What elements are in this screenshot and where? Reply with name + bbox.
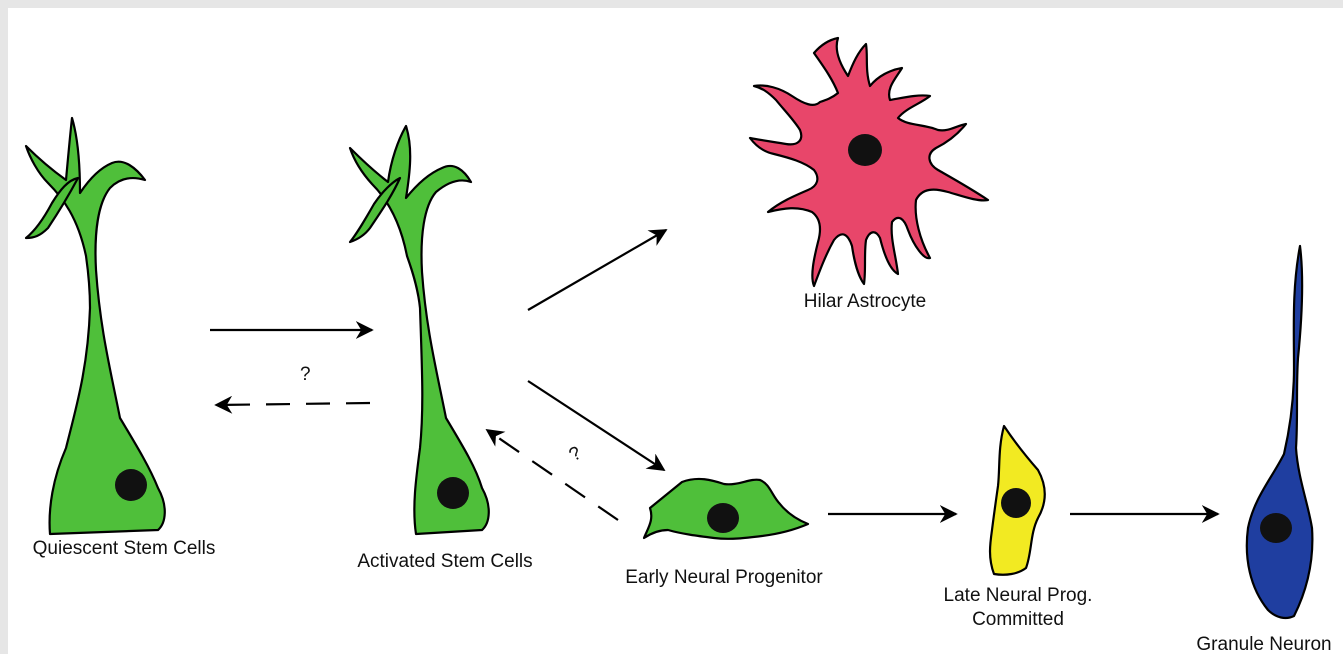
early-neural-progenitor (644, 479, 808, 539)
progenitor-differentiation-arrow (528, 381, 664, 470)
label-granule-neuron: Granule Neuron (1196, 634, 1331, 654)
nucleus (115, 469, 147, 501)
neurogenesis-diagram: ? ? Quiescent Stem Cells Activated Stem … (8, 8, 1343, 654)
question-mark-reverse-activation: ? (300, 364, 311, 385)
astrocyte-differentiation-arrow (528, 230, 666, 310)
reverse-progenitor-arrow (487, 430, 618, 520)
label-committed: Committed (972, 609, 1064, 630)
question-mark-reverse-progenitor: ? (566, 443, 586, 466)
reverse-activation-arrow (216, 403, 370, 405)
nucleus (437, 477, 469, 509)
late-neural-progenitor (990, 426, 1045, 575)
hilar-astrocyte (750, 38, 988, 286)
nucleus (707, 503, 739, 533)
granule-neuron (1247, 246, 1313, 618)
nucleus (1001, 488, 1031, 518)
figure-frame: ? ? Quiescent Stem Cells Activated Stem … (8, 8, 1343, 654)
label-quiescent-stem-cells: Quiescent Stem Cells (33, 538, 216, 559)
quiescent-stem-cell (26, 118, 165, 534)
label-early-neural-progenitor: Early Neural Progenitor (625, 567, 823, 588)
label-late-neural-prog: Late Neural Prog. (944, 585, 1093, 606)
nucleus (848, 134, 882, 166)
label-activated-stem-cells: Activated Stem Cells (357, 551, 532, 572)
nucleus (1260, 513, 1292, 543)
label-hilar-astrocyte: Hilar Astrocyte (804, 291, 926, 312)
